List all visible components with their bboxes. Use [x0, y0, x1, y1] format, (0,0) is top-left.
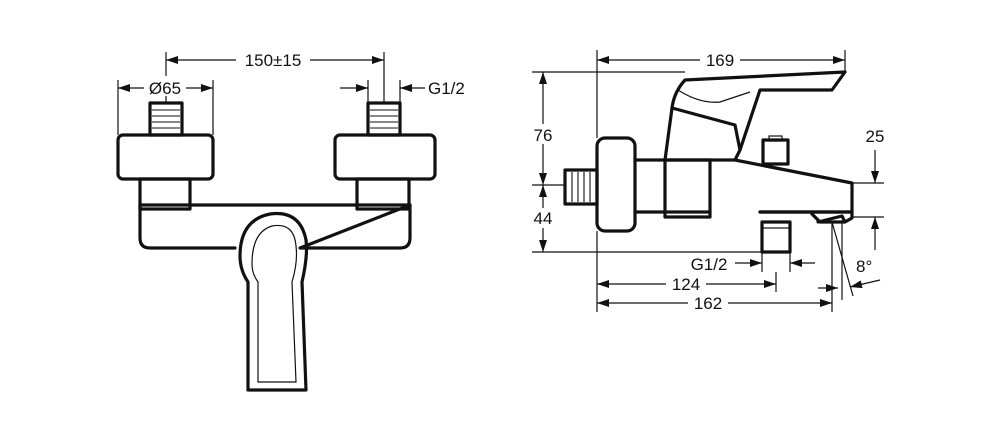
- shower-outlet: [760, 220, 792, 254]
- dim-length-bottom-label: 162: [694, 294, 722, 313]
- side-rosette: [595, 136, 637, 233]
- diverter-knob: [761, 138, 790, 166]
- dim-thread-side-label: G1/2: [691, 255, 728, 274]
- right-neck: [355, 177, 411, 211]
- left-rosette: [116, 133, 215, 181]
- dim-spout-height-label: 25: [866, 127, 885, 146]
- dimension-spout-height: 25: [852, 127, 884, 250]
- front-view: 150±15 Ø65 G1/2: [116, 48, 465, 392]
- side-view: 169 76 44 25: [530, 48, 884, 313]
- dimension-length-top: 169: [596, 48, 846, 138]
- dimension-thread-side: G1/2: [684, 252, 815, 274]
- lever-handle: [238, 211, 309, 392]
- dimension-outlet-distance: 124: [596, 231, 777, 312]
- dim-spacing-label: 150±15: [245, 51, 302, 70]
- side-thread-connector: [563, 168, 599, 206]
- dim-thread-front-label: G1/2: [428, 79, 465, 98]
- dimension-height-lower: 44: [530, 185, 762, 253]
- dimension-thread-front: G1/2: [340, 79, 465, 103]
- dimension-spacing: 150±15: [165, 48, 385, 103]
- dim-height-total-label: 76: [534, 126, 553, 145]
- mixer-body: [138, 203, 412, 250]
- side-lever: [663, 70, 847, 162]
- right-rosette: [333, 133, 437, 181]
- left-thread-connector: [148, 101, 184, 137]
- side-body: [633, 158, 854, 214]
- dim-height-lower-label: 44: [534, 209, 553, 228]
- dimension-height-total: 76: [530, 71, 685, 186]
- dim-outlet-distance-label: 124: [672, 275, 700, 294]
- dim-diameter-label: Ø65: [149, 79, 181, 98]
- left-neck: [138, 177, 192, 211]
- dimension-length-bottom: 162: [597, 222, 833, 313]
- right-thread-connector: [366, 101, 402, 137]
- dimension-diameter: Ø65: [117, 76, 214, 135]
- dim-angle-label: 8°: [856, 257, 872, 276]
- dimension-angle: 8°: [818, 221, 881, 300]
- dim-length-top-label: 169: [706, 51, 734, 70]
